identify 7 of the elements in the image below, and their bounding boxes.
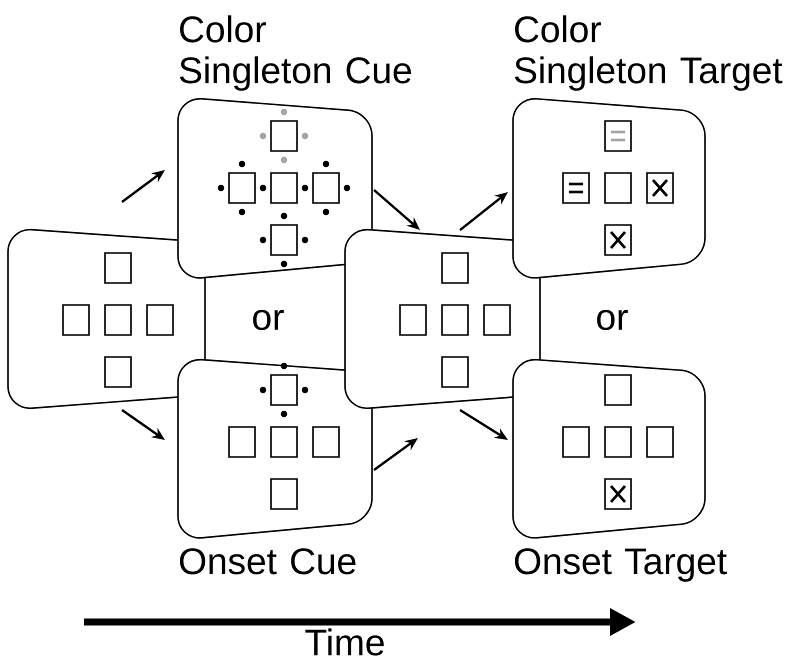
heading-text: Onset Cue [180, 548, 356, 574]
heading-text: Color Singleton Cue [180, 15, 411, 91]
heading-text: Color Singleton Target [514, 15, 782, 91]
text-label: Time [305, 628, 384, 656]
heading-text: Onset Target [514, 548, 727, 582]
text-label: or [253, 310, 284, 330]
text-label: or [597, 310, 628, 330]
